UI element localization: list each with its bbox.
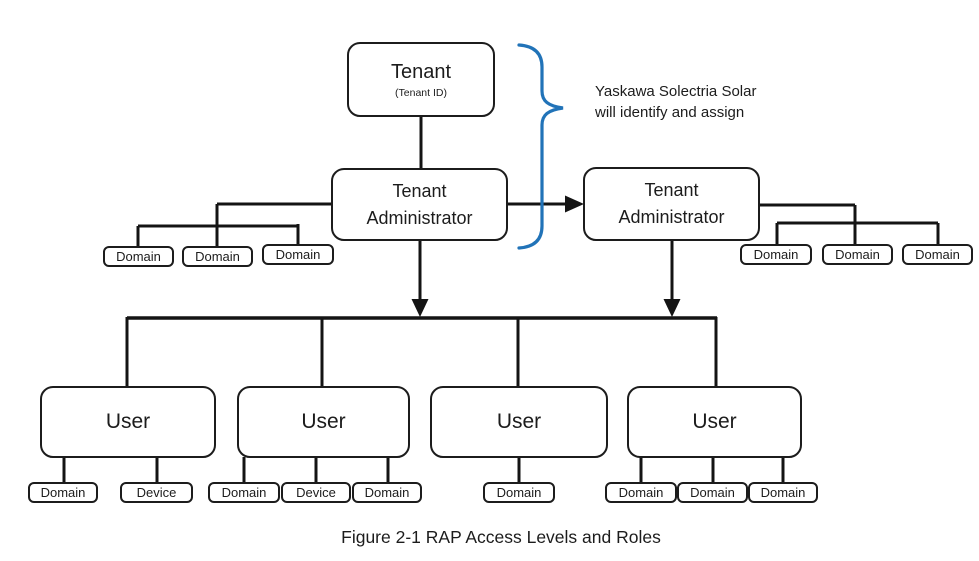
domain-chip: Domain xyxy=(103,246,174,267)
domain-chip: Domain xyxy=(605,482,677,503)
domain-chip-label: Domain xyxy=(760,485,806,500)
user-to-chip-stubs xyxy=(62,457,785,484)
domain-chip: Domain xyxy=(902,244,973,265)
figure-caption: Figure 2-1 RAP Access Levels and Roles xyxy=(341,527,661,547)
domain-chip-label: Domain xyxy=(195,249,240,264)
right-arrowhead-icon xyxy=(565,195,584,213)
domain-chip-label: Domain xyxy=(221,485,267,500)
tenant-admin-right-label: Tenant Administrator xyxy=(618,180,725,227)
device-chip: Device xyxy=(281,482,351,503)
user-label: User xyxy=(301,410,346,433)
device-chip-label: Device xyxy=(136,485,177,500)
domain-chip: Domain xyxy=(262,244,334,265)
tenant-node: Tenant (Tenant ID) xyxy=(347,42,495,117)
domain-chip-label: Domain xyxy=(753,247,799,262)
left-down-arrowhead-icon xyxy=(411,299,429,317)
annotation-text: Yaskawa Solectria Solar will identify an… xyxy=(595,81,756,123)
left-domain-tree-lines xyxy=(136,202,334,247)
tenant-label: Tenant xyxy=(390,60,452,83)
curly-brace-icon xyxy=(517,43,564,250)
domain-chip-label: Domain xyxy=(116,249,161,264)
domain-chip-label: Domain xyxy=(915,247,960,262)
user-label: User xyxy=(496,410,542,433)
domain-chip: Domain xyxy=(483,482,555,503)
user-node-2: User xyxy=(237,386,410,458)
tenant-admin-right-node: Tenant Administrator xyxy=(583,167,760,241)
tenant-id-sublabel: (Tenant ID) xyxy=(395,86,447,99)
domain-chip: Domain xyxy=(208,482,280,503)
annotation-line-1: Yaskawa Solectria Solar xyxy=(595,83,757,100)
domain-chip: Domain xyxy=(748,482,818,503)
domain-chip-label: Domain xyxy=(40,485,86,500)
domain-chip: Domain xyxy=(740,244,812,265)
user-label: User xyxy=(105,410,151,433)
device-chip: Device xyxy=(120,482,193,503)
domain-chip-label: Domain xyxy=(275,247,321,262)
domain-chip: Domain xyxy=(182,246,253,267)
annotation-line-2: will identify and assign xyxy=(595,104,745,121)
domain-chip-label: Domain xyxy=(364,485,410,500)
arrowheads xyxy=(411,195,681,317)
domain-chip: Domain xyxy=(352,482,422,503)
domain-chip-label: Domain xyxy=(835,247,880,262)
tenant-admin-left-label: Tenant Administrator xyxy=(366,180,473,228)
user-node-3: User xyxy=(430,386,608,458)
user-label: User xyxy=(692,410,737,433)
domain-chip: Domain xyxy=(677,482,748,503)
user-node-4: User xyxy=(627,386,802,458)
device-chip-label: Device xyxy=(296,485,336,500)
black-connectors xyxy=(62,114,940,484)
bus-to-user-lines xyxy=(125,317,718,388)
right-down-arrowhead-icon xyxy=(663,299,681,317)
tenant-admin-left-node: Tenant Administrator xyxy=(331,168,508,241)
domain-chip: Domain xyxy=(822,244,893,265)
user-node-1: User xyxy=(40,386,216,458)
right-domain-tree-lines xyxy=(757,203,940,245)
domain-chip-label: Domain xyxy=(618,485,664,500)
domain-chip-label: Domain xyxy=(496,485,542,500)
domain-chip-label: Domain xyxy=(690,485,735,500)
domain-chip: Domain xyxy=(28,482,98,503)
